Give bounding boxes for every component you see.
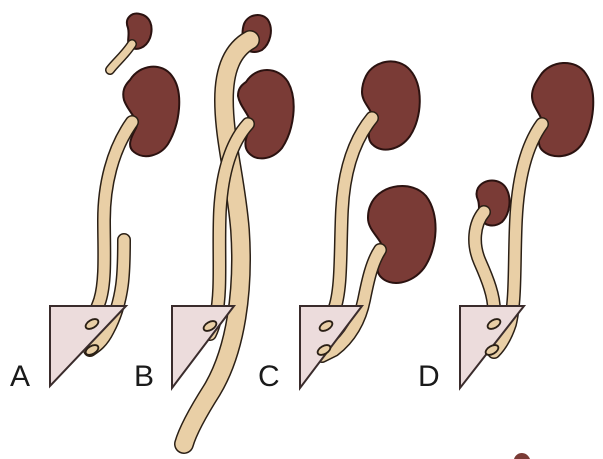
panel-a-orifice-upper <box>84 318 100 330</box>
panel-b: B <box>134 14 295 454</box>
panel-d-orifice-upper <box>486 318 502 330</box>
panel-b-kidney <box>236 69 295 160</box>
corner-artifact <box>514 452 530 459</box>
panel-a-kidney <box>122 65 181 158</box>
panel-d-label: D <box>418 360 440 393</box>
panel-c: C <box>258 60 437 393</box>
panel-c-lower-kidney <box>366 184 437 284</box>
panel-d-upper-kidney <box>530 62 595 158</box>
panel-b-label: B <box>134 360 154 393</box>
panel-d: D <box>418 62 595 393</box>
panel-d-upper-ureter <box>488 118 548 358</box>
panel-c-orifice-upper <box>318 320 334 332</box>
panel-a-label: A <box>10 360 30 393</box>
panel-a-small-ureter <box>106 40 136 74</box>
panel-b-bladder <box>171 305 237 391</box>
panel-c-orifice-lower <box>316 344 332 356</box>
panel-a-orifice-lower <box>84 344 100 356</box>
panel-c-upper-kidney <box>360 60 421 151</box>
panel-a: A <box>10 12 181 393</box>
panel-d-orifice-lower <box>484 344 500 356</box>
panel-b-orifice <box>202 320 218 332</box>
panel-a-bladder <box>49 305 129 389</box>
panel-c-label: C <box>258 360 280 393</box>
panel-b-long-ureter <box>175 31 259 453</box>
